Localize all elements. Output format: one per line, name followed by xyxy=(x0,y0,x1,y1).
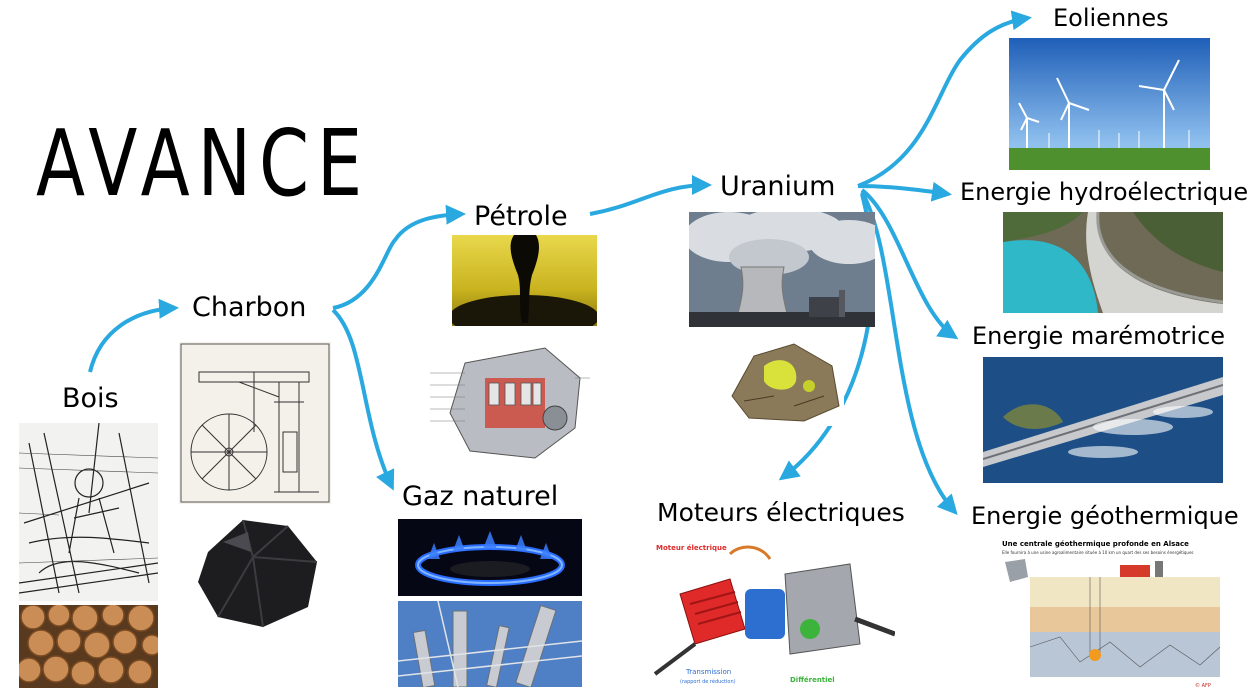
electric-motor-image: Moteur électrique Transmission (rapport … xyxy=(650,534,895,688)
steam-engine-drawing-image xyxy=(179,342,331,504)
arrow-bois-charbon xyxy=(88,298,179,373)
arrow-uranium-geothermique xyxy=(860,191,958,515)
node-bois-label: Bois xyxy=(62,383,119,414)
differentiel-caption: Différentiel xyxy=(790,676,835,684)
engine-cutaway-image xyxy=(425,333,593,466)
transmission-caption: Transmission xyxy=(685,668,731,676)
arrow-charbon-petrole xyxy=(332,204,466,310)
geo-diagram-title: Une centrale géothermique profonde en Al… xyxy=(1002,540,1189,548)
arrow-charbon-gaz xyxy=(331,308,395,491)
coal-lump-image xyxy=(193,512,323,632)
woodcut-illustration-image xyxy=(19,423,158,601)
node-charbon-label: Charbon xyxy=(192,292,307,323)
page-title: AVANCE xyxy=(36,110,371,217)
transmission-sub-caption: (rapport de réduction) xyxy=(680,678,736,685)
arrow-uranium-maremotrice xyxy=(860,188,959,340)
node-petrole-label: Pétrole xyxy=(474,201,568,232)
arrow-petrole-uranium xyxy=(589,175,712,216)
node-uranium-label: Uranium xyxy=(720,171,836,202)
nuclear-plant-image xyxy=(689,212,875,327)
firewood-logs-image xyxy=(19,605,158,688)
gas-refinery-image xyxy=(398,601,582,687)
node-maremotrice-label: Energie marémotrice xyxy=(972,322,1226,350)
uranium-ore-image xyxy=(724,336,844,426)
moteur-caption: Moteur électrique xyxy=(656,544,727,552)
node-hydro-label: Energie hydroélectrique xyxy=(960,178,1249,206)
node-geothermique-label: Energie géothermique xyxy=(971,502,1239,530)
node-gaz-label: Gaz naturel xyxy=(402,481,559,512)
geo-diagram-source: © AFP xyxy=(1195,682,1211,689)
wind-turbines-image xyxy=(1009,38,1210,170)
arrow-uranium-eoliennes xyxy=(857,10,1032,188)
gas-flame-image xyxy=(398,519,582,596)
oil-barrel-pour-image xyxy=(452,235,597,326)
geo-diagram-subtitle: Elle fournira à une usine agroalimentair… xyxy=(1002,550,1194,555)
geothermal-plant-diagram-image: Une centrale géothermique profonde en Al… xyxy=(1000,537,1221,689)
node-eoliennes-label: Eoliennes xyxy=(1053,4,1169,32)
node-moteurs-label: Moteurs électriques xyxy=(657,498,905,527)
arrow-uranium-hydro xyxy=(857,181,952,202)
hydroelectric-dam-image xyxy=(1003,212,1223,313)
tidal-power-barrage-image xyxy=(983,357,1223,483)
